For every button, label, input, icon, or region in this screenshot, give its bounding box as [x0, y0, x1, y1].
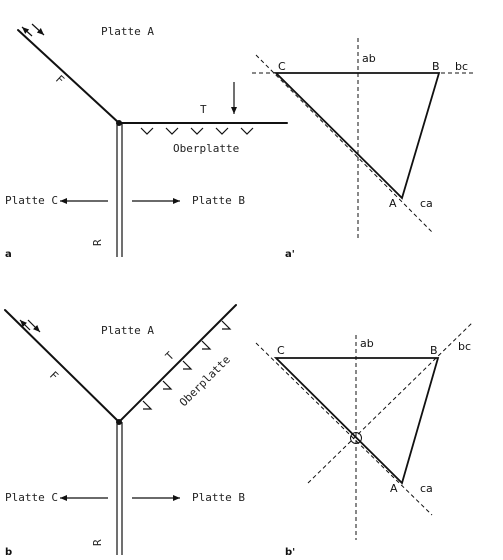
vertex-a-label: A: [389, 197, 397, 210]
plate-b-label: Platte B: [192, 194, 245, 207]
vertex-b-label: B: [432, 60, 440, 73]
transform-fault-line: [4, 309, 120, 423]
plate-b-label: Platte B: [192, 491, 245, 504]
panel-label: b': [285, 547, 295, 558]
panel-b: Platte A Platte C Platte B T Oberplatte …: [4, 304, 245, 558]
fault-motion-arrow-lower: [31, 23, 45, 36]
overriding-plate-label: Oberplatte: [173, 142, 239, 155]
velocity-triangle: [273, 72, 441, 200]
line-bc: [307, 322, 473, 484]
ca-label: ca: [420, 197, 433, 210]
ridge-label: R: [91, 539, 104, 546]
line-ca: [255, 54, 433, 233]
panel-a-prime: C B A ab bc ca a': [252, 38, 475, 260]
vertex-c-label: C: [278, 60, 286, 73]
plate-a-label: Platte A: [101, 25, 154, 38]
junction-point: [116, 419, 122, 425]
vertex-a-label: A: [390, 482, 398, 495]
panel-label: a: [5, 249, 12, 260]
panel-label: b: [5, 547, 12, 558]
panel-b-prime: C B A ab bc ca b': [255, 322, 473, 558]
ab-label: ab: [360, 337, 374, 350]
trench-line: [118, 304, 237, 423]
junction-point: [116, 120, 122, 126]
overriding-plate-label: Oberplatte: [177, 353, 233, 409]
ridge-label: R: [91, 239, 104, 246]
subduction-teeth: [140, 127, 254, 135]
subduction-teeth: [142, 320, 232, 410]
fault-motion-arrow-upper: [21, 26, 33, 37]
fault-motion-arrow-upper: [19, 319, 31, 331]
line-ca: [255, 342, 433, 516]
plate-a-label: Platte A: [101, 324, 154, 337]
panel-label: a': [285, 249, 295, 260]
trench-label: T: [163, 349, 177, 363]
panel-a: Platte A Platte C Platte B Oberplatte T …: [5, 23, 288, 260]
fault-label: F: [47, 369, 61, 383]
triple-point-circle: [350, 432, 362, 444]
plate-c-label: Platte C: [5, 491, 58, 504]
bc-label: bc: [458, 340, 471, 353]
transform-fault-line: [17, 29, 120, 124]
fault-motion-arrow-lower: [27, 319, 41, 333]
velocity-triangle: [273, 357, 440, 485]
vertex-c-label: C: [277, 344, 285, 357]
ca-label: ca: [420, 482, 433, 495]
fault-label: F: [53, 73, 67, 87]
bc-label: bc: [455, 60, 468, 73]
trench-label: T: [200, 103, 207, 116]
plate-c-label: Platte C: [5, 194, 58, 207]
vertex-b-label: B: [430, 344, 438, 357]
ab-label: ab: [362, 52, 376, 65]
